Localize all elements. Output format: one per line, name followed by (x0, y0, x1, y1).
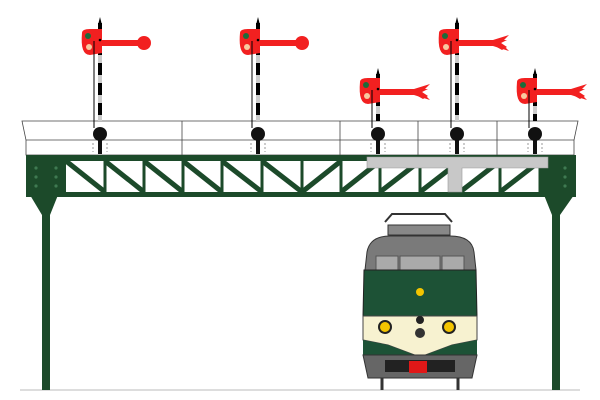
signal-arm (359, 78, 430, 104)
signal-finial-icon (256, 17, 260, 25)
green-lens (520, 82, 526, 88)
green-lens (442, 33, 448, 39)
semaphore-signal (516, 68, 587, 154)
signal-wheel (251, 127, 265, 141)
signal-arm (239, 29, 309, 55)
semaphore-signal (81, 17, 151, 154)
signal-finial-icon (533, 68, 537, 76)
lamp-lens (443, 44, 449, 50)
signal-arm (81, 29, 151, 55)
semaphore-signal (438, 17, 509, 154)
signal-arm (516, 78, 587, 104)
signal-wheel (371, 127, 385, 141)
signal-finial-icon (376, 68, 380, 76)
lamp-lens (521, 93, 527, 99)
signal-finial-icon (455, 17, 459, 25)
lamp-lens (364, 93, 370, 99)
green-lens (243, 33, 249, 39)
signal-wheel (450, 127, 464, 141)
lamp-lens (244, 44, 250, 50)
signal-wheel (528, 127, 542, 141)
signal-arm (438, 29, 509, 55)
green-lens (85, 33, 91, 39)
semaphore-signal (239, 17, 309, 154)
signal-wheel (93, 127, 107, 141)
semaphore-signal (359, 68, 430, 154)
green-lens (363, 82, 369, 88)
pantograph (384, 213, 453, 223)
gray-crossbeam (366, 156, 549, 193)
gantry-legs (30, 195, 574, 390)
lamp-lens (86, 44, 92, 50)
electric-train (362, 213, 478, 390)
signal-finial-icon (98, 17, 102, 25)
